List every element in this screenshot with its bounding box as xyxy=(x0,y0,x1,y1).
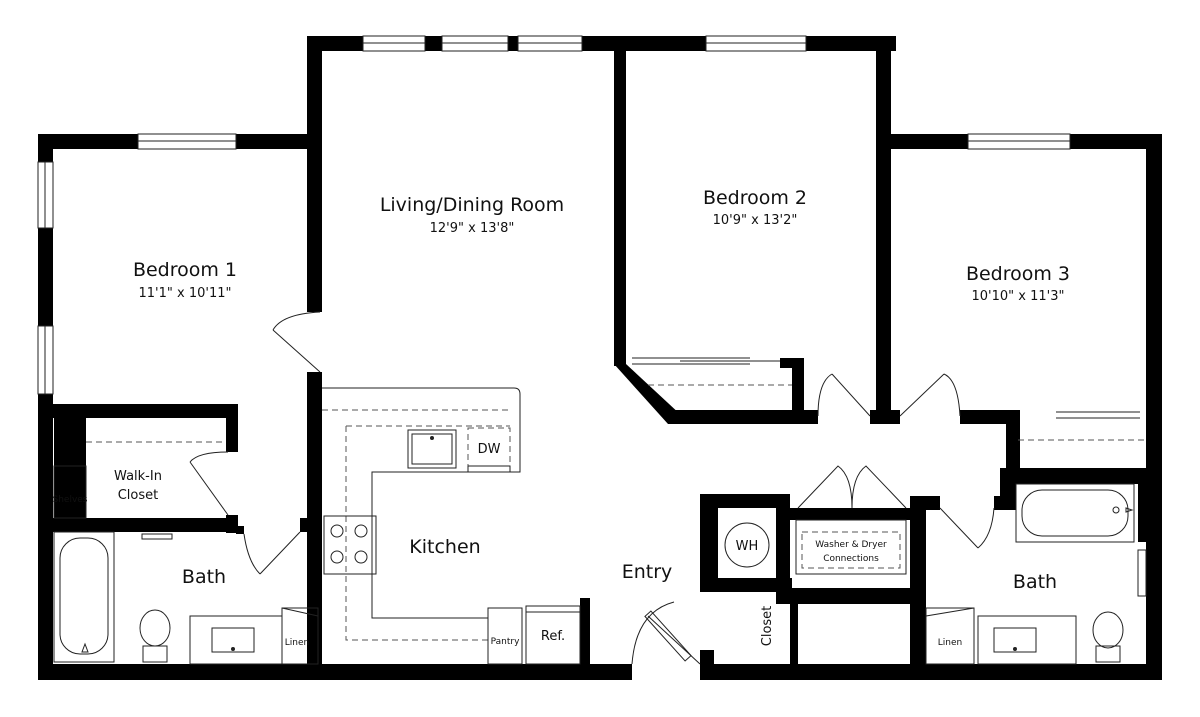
refrigerator-label: Ref. xyxy=(541,629,565,644)
dishwasher-label: DW xyxy=(478,442,501,457)
bedroom2-dims: 10'9" x 13'2" xyxy=(713,213,798,228)
room-labels: Living/Dining Room 12'9" x 13'8" Bedroom… xyxy=(114,187,1070,646)
living-room-dims: 12'9" x 13'8" xyxy=(430,221,515,236)
utility-fixtures: WH Washer & Dryer Connections xyxy=(724,519,907,575)
bath-right-name: Bath xyxy=(1013,571,1057,593)
water-heater-label: WH xyxy=(736,539,759,554)
bedroom1-name: Bedroom 1 xyxy=(133,259,237,281)
bedroom3-dims: 10'10" x 11'3" xyxy=(972,289,1065,304)
left-bath-fixtures: Linen Shelves xyxy=(52,465,319,665)
walkin-closet-line2: Closet xyxy=(118,488,159,503)
closet-lines xyxy=(86,384,1146,443)
walls xyxy=(38,36,1162,680)
shelves-label: Shelves xyxy=(52,495,87,505)
kitchen-fixtures: DW Pantry Ref. xyxy=(322,387,581,665)
entry-name: Entry xyxy=(622,561,673,583)
walkin-closet-line1: Walk-In xyxy=(114,469,162,484)
bedroom3-name: Bedroom 3 xyxy=(966,263,1070,285)
doors xyxy=(189,311,1140,665)
kitchen-name: Kitchen xyxy=(409,536,480,558)
closet-name: Closet xyxy=(760,606,775,647)
washer-dryer-line2: Connections xyxy=(823,554,879,564)
living-room-name: Living/Dining Room xyxy=(380,194,564,216)
bedroom1-dims: 11'1" x 10'11" xyxy=(139,286,232,301)
bath-left-name: Bath xyxy=(182,566,226,588)
right-bath-fixtures: Linen xyxy=(925,483,1147,665)
linen-label-left: Linen xyxy=(285,638,309,648)
pantry-label: Pantry xyxy=(491,637,520,647)
windows xyxy=(37,35,1071,395)
bedroom2-name: Bedroom 2 xyxy=(703,187,807,209)
washer-dryer-line1: Washer & Dryer xyxy=(815,540,887,550)
linen-label-right: Linen xyxy=(938,638,962,648)
